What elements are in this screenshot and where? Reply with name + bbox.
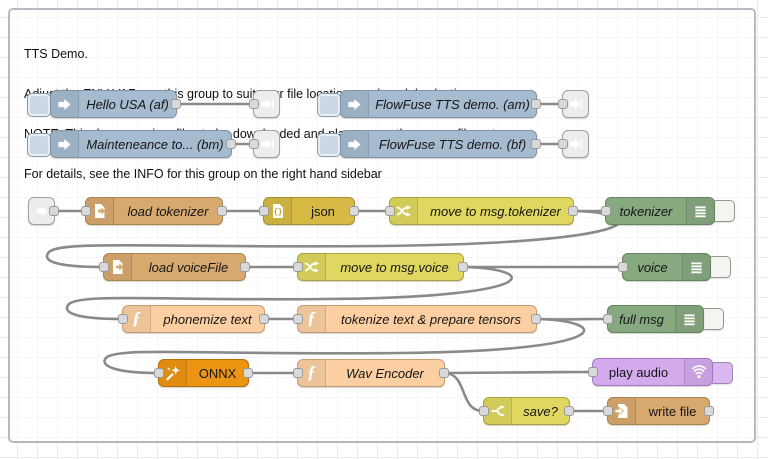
node-onnx[interactable]: ONNX <box>158 359 249 387</box>
input-port[interactable] <box>154 368 164 378</box>
input-port[interactable] <box>618 262 628 272</box>
debug-list-icon <box>682 254 710 280</box>
node-label: tokenizer <box>606 198 686 224</box>
node-label: Hello USA (af) <box>79 91 176 117</box>
output-port[interactable] <box>240 262 250 272</box>
wire <box>445 372 592 373</box>
output-port[interactable] <box>564 406 574 416</box>
node-debug-voice[interactable]: voice <box>622 253 711 281</box>
output-port[interactable] <box>217 206 227 216</box>
node-file-in-load-voicefile[interactable]: load voiceFile <box>103 253 246 281</box>
input-port[interactable] <box>99 262 109 272</box>
output-port[interactable] <box>259 314 269 324</box>
node-label: move to msg.tokenizer <box>418 198 573 224</box>
wire <box>445 373 483 411</box>
output-port[interactable] <box>531 139 541 149</box>
inject-button[interactable] <box>317 133 341 157</box>
output-port[interactable] <box>704 406 714 416</box>
node-function-tokenize-tensors[interactable]: ƒ tokenize text & prepare tensors <box>297 305 537 333</box>
node-change-move-tokenizer[interactable]: move to msg.tokenizer <box>389 197 574 225</box>
node-file-in-load-tokenizer[interactable]: load tokenizer <box>85 197 223 225</box>
node-change-move-voice[interactable]: move to msg.voice <box>297 253 464 281</box>
output-port[interactable] <box>49 206 59 216</box>
input-port[interactable] <box>558 99 568 109</box>
input-port[interactable] <box>385 206 395 216</box>
node-link-out[interactable] <box>253 90 280 118</box>
input-port[interactable] <box>601 206 611 216</box>
debug-list-icon <box>686 198 714 224</box>
node-inject-flowfuse-am[interactable]: FlowFuse TTS demo. (am) <box>340 90 537 118</box>
input-port[interactable] <box>293 314 303 324</box>
input-port[interactable] <box>81 206 91 216</box>
node-link-out[interactable] <box>562 130 589 158</box>
inject-arrow-icon <box>341 91 369 117</box>
node-label: load tokenizer <box>114 198 222 224</box>
output-port[interactable] <box>531 99 541 109</box>
node-label: load voiceFile <box>132 254 245 280</box>
node-label: play audio <box>593 359 684 385</box>
node-label: FlowFuse TTS demo. (am) <box>369 91 536 117</box>
node-link-in[interactable] <box>28 197 55 225</box>
node-link-out[interactable] <box>562 90 589 118</box>
node-label: save? <box>512 398 569 424</box>
node-function-wav-encoder[interactable]: ƒ Wav Encoder <box>297 359 445 387</box>
input-port[interactable] <box>118 314 128 324</box>
node-label: voice <box>623 254 682 280</box>
input-port[interactable] <box>293 368 303 378</box>
node-debug-full-msg[interactable]: full msg <box>607 305 704 333</box>
input-port[interactable] <box>603 406 613 416</box>
node-label: full msg <box>608 306 675 332</box>
output-port[interactable] <box>243 368 253 378</box>
output-port[interactable] <box>458 262 468 272</box>
inject-arrow-icon <box>51 131 79 157</box>
node-debug-tokenizer[interactable]: tokenizer <box>605 197 715 225</box>
node-play-audio[interactable]: play audio <box>592 358 713 386</box>
node-label: Wav Encoder <box>326 360 444 386</box>
node-link-out[interactable] <box>253 130 280 158</box>
inject-arrow-icon <box>341 131 369 157</box>
svg-text:{}: {} <box>273 207 282 216</box>
audio-waves-icon <box>684 359 712 385</box>
input-port[interactable] <box>293 262 303 272</box>
inject-button[interactable] <box>27 133 51 157</box>
input-port[interactable] <box>558 139 568 149</box>
node-inject-hello-usa[interactable]: Hello USA (af) <box>50 90 177 118</box>
output-port[interactable] <box>171 99 181 109</box>
output-port[interactable] <box>439 368 449 378</box>
node-file-write[interactable]: write file <box>607 397 710 425</box>
node-label: Mainteneance to... (bm) <box>79 131 231 157</box>
input-port[interactable] <box>249 139 259 149</box>
node-label: FlowFuse TTS demo. (bf) <box>369 131 536 157</box>
node-label: write file <box>636 398 709 424</box>
node-label: phonemize text <box>151 306 264 332</box>
node-label: move to msg.voice <box>326 254 463 280</box>
output-port[interactable] <box>349 206 359 216</box>
output-port[interactable] <box>226 139 236 149</box>
node-label: ONNX <box>187 360 248 386</box>
inject-arrow-icon <box>51 91 79 117</box>
inject-button[interactable] <box>317 93 341 117</box>
node-function-phonemize[interactable]: ƒ phonemize text <box>122 305 265 333</box>
output-port[interactable] <box>531 314 541 324</box>
output-port[interactable] <box>568 206 578 216</box>
node-inject-flowfuse-bf[interactable]: FlowFuse TTS demo. (bf) <box>340 130 537 158</box>
input-port[interactable] <box>479 406 489 416</box>
node-label: json <box>292 198 354 224</box>
input-port[interactable] <box>603 314 613 324</box>
node-inject-maintenance[interactable]: Mainteneance to... (bm) <box>50 130 232 158</box>
node-switch-save[interactable]: save? <box>483 397 570 425</box>
debug-list-icon <box>675 306 703 332</box>
input-port[interactable] <box>259 206 269 216</box>
node-json[interactable]: {} json <box>263 197 355 225</box>
inject-button[interactable] <box>27 93 51 117</box>
node-label: tokenize text & prepare tensors <box>326 306 536 332</box>
input-port[interactable] <box>249 99 259 109</box>
input-port[interactable] <box>588 367 598 377</box>
